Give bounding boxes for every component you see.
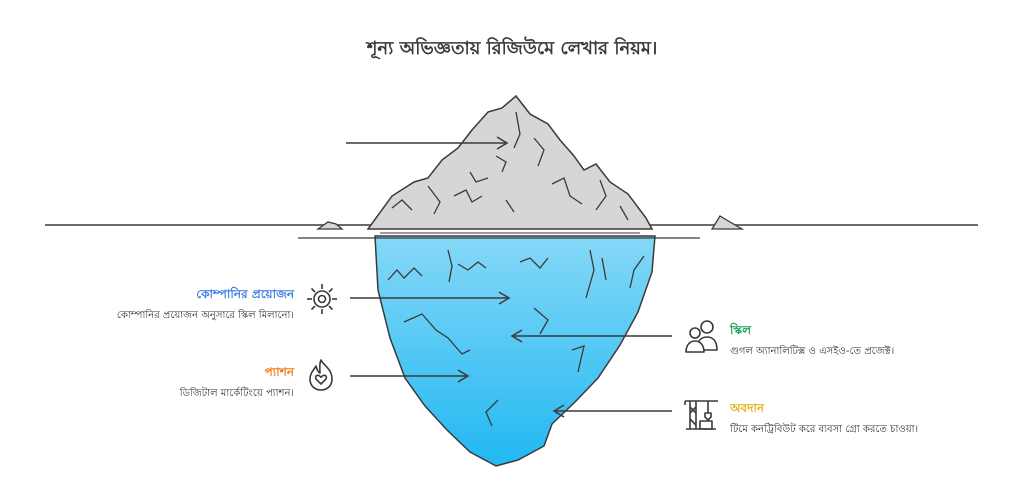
passion-label: প্যাশন ডিজিটাল মার্কেটিংয়ে প্যাশন। (180, 364, 294, 403)
passion-heading: প্যাশন (264, 365, 294, 379)
contribution-description: টিমে কনট্রিবিউট করে ব্যবসা গ্রো করতে চাও… (730, 424, 919, 435)
people-icon (685, 320, 718, 353)
contribution-heading: অবদান (730, 401, 765, 415)
iceberg-top (366, 94, 654, 230)
flame-heart-icon (309, 359, 333, 391)
company-needs-description: কোম্পানির প্রয়োজন অনুসারে স্কিল মিলানো। (116, 310, 294, 321)
passion-description: ডিজিটাল মার্কেটিংয়ে প্যাশন। (179, 388, 294, 399)
skill-label: স্কিল গুগল অ্যানালিটিক্স ও এসইও-তে প্রজে… (730, 322, 894, 361)
iceberg-underwater (374, 235, 656, 467)
underwater-cracks (387, 249, 645, 427)
crane-icon (684, 400, 718, 430)
sun-gear-icon (307, 284, 337, 314)
company-needs-label: কোম্পানির প্রয়োজন কোম্পানির প্রয়োজন অন… (117, 286, 294, 325)
contribution-label: অবদান টিমে কনট্রিবিউট করে ব্যবসা গ্রো কর… (730, 400, 918, 439)
company-needs-heading: কোম্পানির প্রয়োজন (196, 287, 294, 301)
iceberg-top-cracks (391, 111, 629, 221)
skill-heading: স্কিল (730, 323, 752, 337)
small-ice-right (710, 215, 745, 230)
arrows (346, 136, 672, 418)
page-title: শূন্য অভিজ্ঞতায় রিজিউমে লেখার নিয়ম। (366, 38, 658, 59)
skill-description: গুগল অ্যানালিটিক্স ও এসইও-তে প্রজেক্ট। (730, 346, 895, 357)
small-ice-left (315, 221, 344, 230)
